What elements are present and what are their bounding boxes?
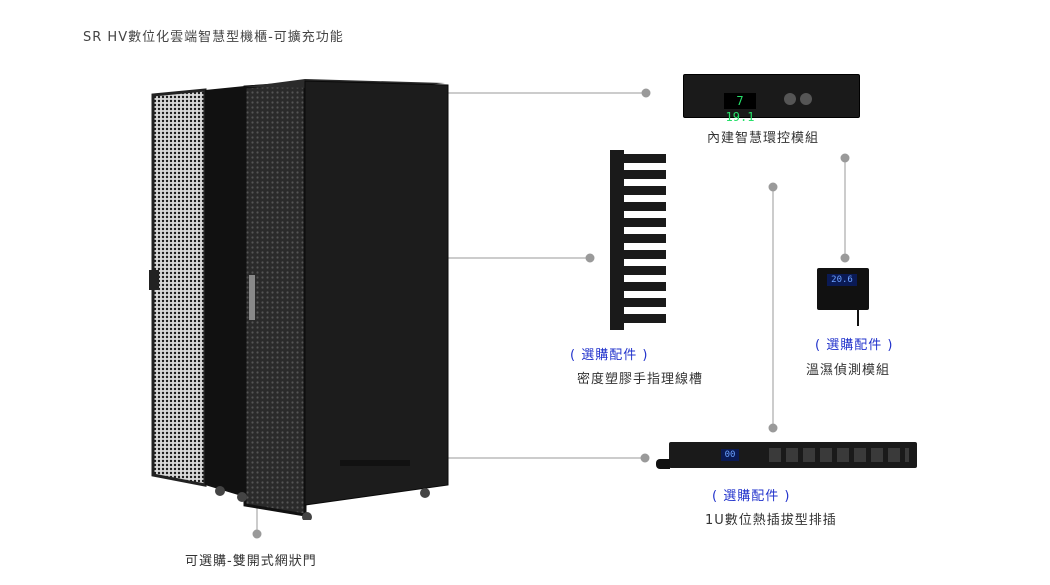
- door-handle: [149, 270, 159, 290]
- optional-tag-sensor: ( 選購配件 ): [815, 338, 894, 353]
- caster: [215, 486, 225, 496]
- connector-dot: [768, 182, 778, 192]
- optional-tag-cable-manager: ( 選購配件 ): [570, 348, 649, 363]
- caster: [420, 488, 430, 498]
- connector-dot: [840, 253, 850, 263]
- label-mesh-door: 可選購-雙開式網狀門: [185, 554, 317, 569]
- caster: [237, 492, 247, 502]
- optional-tag-pdu: ( 選購配件 ): [712, 489, 791, 504]
- pdu-display: 00: [721, 449, 739, 461]
- cabinet-side-panel: [304, 80, 449, 506]
- connector-dot: [840, 153, 850, 163]
- connector-dot: [768, 423, 778, 433]
- connector-dot: [641, 88, 651, 98]
- connector-dot: [585, 253, 595, 263]
- env-control-module-image: 7 19.1: [683, 74, 860, 124]
- server-cabinet-image: [149, 79, 449, 520]
- label-cable-manager: 密度塑膠手指理線槽: [577, 372, 704, 387]
- label-env-module: 內建智慧環控模組: [707, 131, 820, 146]
- label-pdu: 1U數位熱插拔型排插: [705, 513, 837, 528]
- cabinet-interior: [205, 85, 255, 500]
- pdu-image: 00: [669, 442, 917, 468]
- cable-manager-image: [610, 150, 666, 330]
- left-mesh-door: [151, 88, 207, 487]
- env-module-display: 7 19.1: [724, 93, 756, 124]
- sensor-display: 20.6: [827, 274, 857, 286]
- connector-dot: [640, 453, 650, 463]
- front-door-handle: [249, 275, 255, 320]
- label-sensor: 溫濕偵測模組: [806, 363, 891, 378]
- temp-humidity-sensor-image: 20.6: [817, 268, 869, 310]
- caster: [302, 512, 312, 520]
- page-title: SR HV數位化雲端智慧型機櫃-可擴充功能: [83, 30, 344, 45]
- connector-dot: [252, 529, 262, 539]
